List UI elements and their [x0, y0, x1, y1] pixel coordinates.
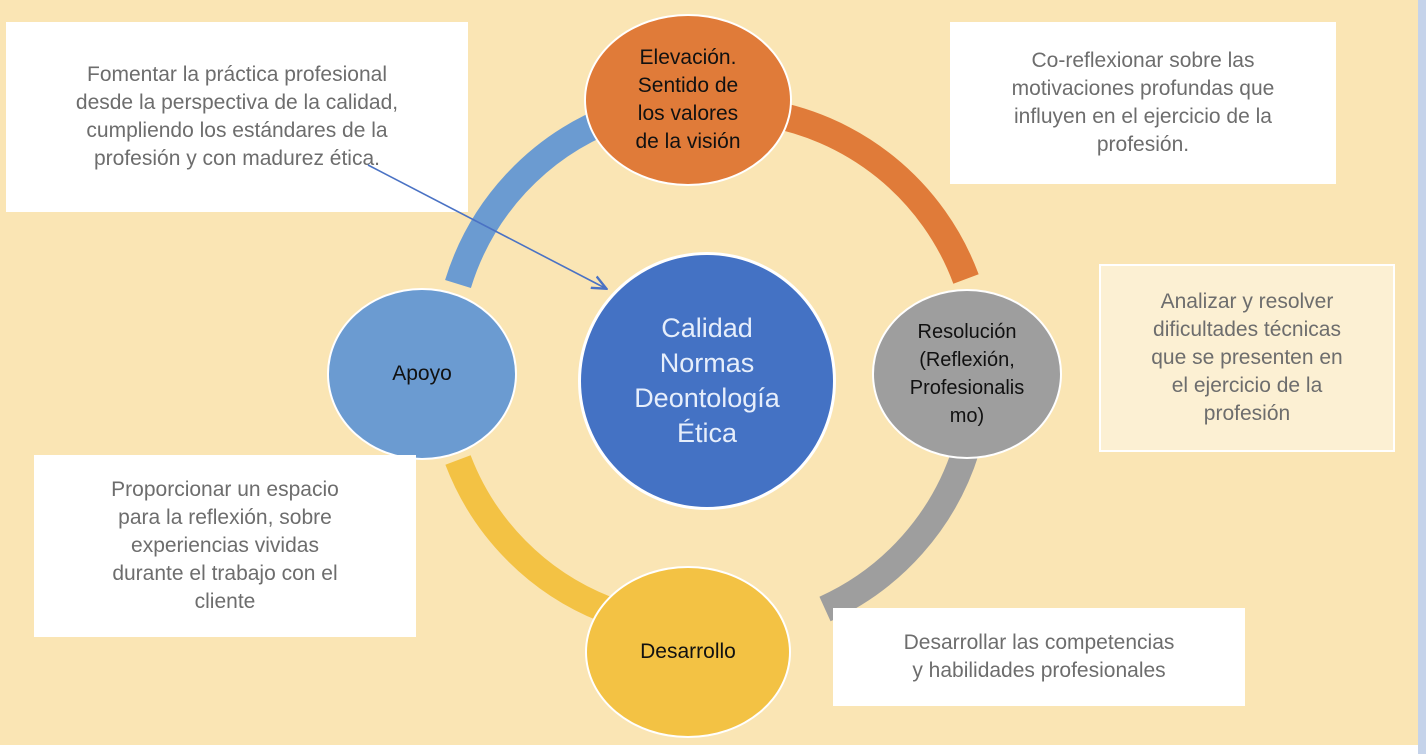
center-node-label: Calidad Normas Deontología Ética — [634, 313, 780, 448]
center-node: Calidad Normas Deontología Ética — [578, 252, 836, 510]
arc-bottom-left — [445, 455, 611, 622]
node-desarrollo-label: Desarrollo — [640, 640, 736, 663]
note-top-left: Fomentar la práctica profesional desde l… — [6, 22, 468, 212]
node-resolucion: Resolución (Reflexión, Profesionalis mo) — [872, 289, 1062, 459]
note-bottom-left: Proporcionar un espacio para la reflexió… — [34, 455, 416, 637]
note-right-text: Analizar y resolver dificultades técnica… — [1151, 290, 1343, 425]
note-bottom-right: Desarrollar las competencias y habilidad… — [833, 608, 1245, 706]
arc-top-right — [757, 98, 979, 284]
node-elevacion: Elevación. Sentido de los valores de la … — [584, 14, 792, 186]
arc-left-top — [445, 105, 618, 289]
bottom-edge-strip — [0, 745, 1418, 754]
note-top-left-text: Fomentar la práctica profesional desde l… — [75, 63, 399, 170]
node-apoyo: Apoyo — [327, 288, 517, 460]
note-top-right: Co-reflexionar sobre las motivaciones pr… — [950, 22, 1336, 184]
node-elevacion-label: Elevación. Sentido de los valores de la … — [635, 46, 741, 153]
node-desarrollo: Desarrollo — [585, 566, 791, 738]
note-top-right-text: Co-reflexionar sobre las motivaciones pr… — [1011, 49, 1275, 156]
arc-right-bottom — [819, 445, 979, 622]
note-right: Analizar y resolver dificultades técnica… — [1099, 264, 1395, 452]
right-edge-strip — [1418, 0, 1426, 754]
node-apoyo-label: Apoyo — [392, 362, 452, 385]
note-bottom-right-text: Desarrollar las competencias y habilidad… — [903, 631, 1175, 682]
note-bottom-left-text: Proporcionar un espacio para la reflexió… — [111, 478, 339, 613]
node-resolucion-label: Resolución (Reflexión, Profesionalis mo) — [909, 321, 1025, 427]
